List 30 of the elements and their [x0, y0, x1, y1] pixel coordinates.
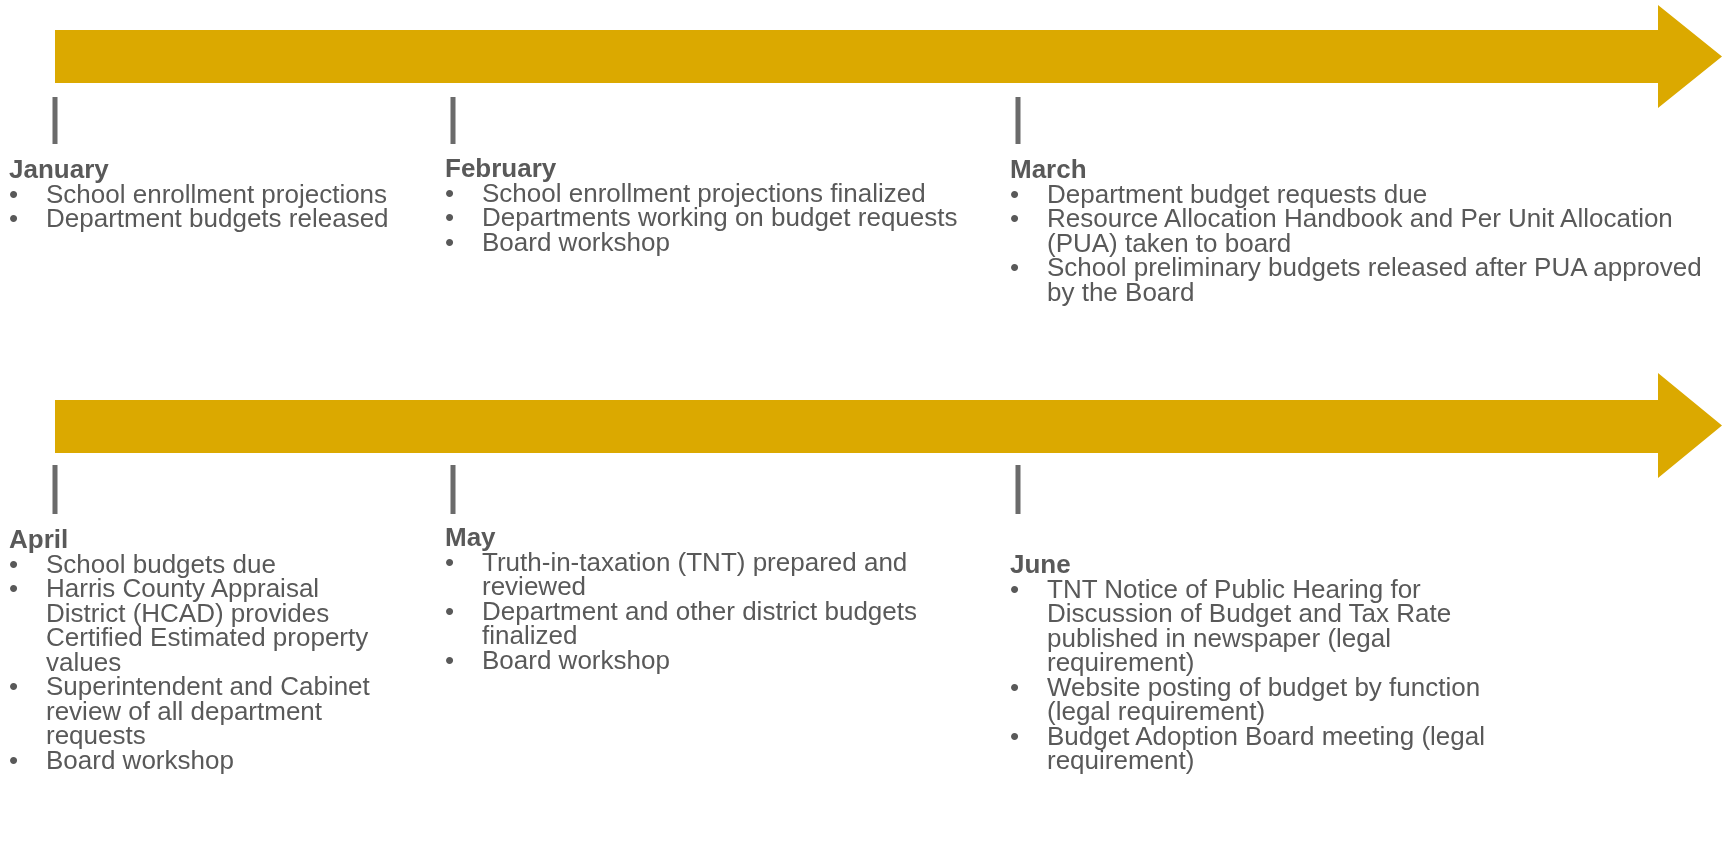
bullet-marker: • [1010, 206, 1021, 235]
bullet-marker: • [9, 181, 19, 206]
bullet-marker: • [1010, 723, 1021, 753]
month-heading: April [9, 527, 70, 552]
month-heading: May [445, 525, 497, 550]
bullet-marker: • [445, 647, 456, 672]
bullet-marker: • [9, 576, 20, 605]
bullet-marker: • [1010, 255, 1021, 284]
month-heading: June [1010, 552, 1072, 577]
bullet-marker: • [445, 549, 455, 579]
bullet-marker: • [9, 551, 19, 576]
month-heading: January [9, 157, 110, 182]
bullet-item: School budgets due [46, 551, 276, 576]
bullet-marker: • [1010, 674, 1021, 704]
month-heading: February [445, 156, 558, 181]
bullet-item: Board workshop [482, 647, 670, 672]
bullet-marker: • [9, 206, 20, 231]
bullet-marker: • [445, 598, 456, 628]
bullet-marker: • [445, 180, 455, 205]
bullet-item: Department budget requests due [1047, 181, 1428, 206]
bullet-item: Department and other district budgets finalized [482, 598, 919, 648]
bullet-marker: • [9, 674, 20, 703]
bullet-item: TNT Notice of Public Hearing for Discussion of Budget and Tax Rate published in newspaper (legal requirement) [1047, 576, 1453, 675]
bullet-marker: • [445, 205, 456, 230]
bullet-marker: • [9, 747, 20, 772]
bullet-marker: • [1010, 181, 1021, 206]
bullet-marker: • [1010, 576, 1021, 606]
bullet-marker: • [445, 229, 456, 254]
month-heading: March [1010, 157, 1088, 182]
bullet-item: Superintendent and Cabinet review of all department requests [46, 674, 371, 748]
